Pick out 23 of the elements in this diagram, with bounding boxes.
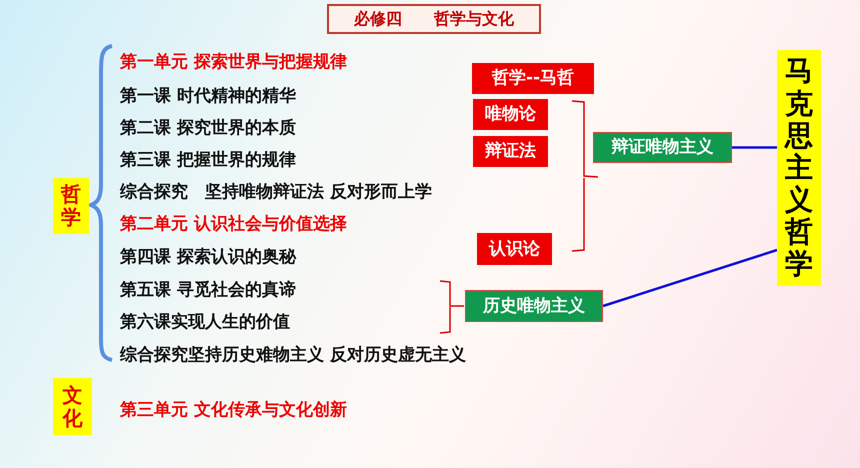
unit-heading: 第一单元 探索世界与把握规律 bbox=[120, 51, 347, 74]
lesson-text: 综合探究坚持历史难物主义 反对历史虚无主义 bbox=[120, 344, 466, 367]
lesson-text: 综合探究 坚持唯物辩证法 反对形而上学 bbox=[120, 181, 432, 204]
lesson-text: 第二课 探究世界的本质 bbox=[120, 117, 296, 140]
title-box: 必修四 哲学与文化 bbox=[327, 4, 541, 34]
lesson-text: 第一课 时代精神的精华 bbox=[120, 85, 296, 108]
connector-line bbox=[732, 146, 777, 149]
tag-box: 辩证法 bbox=[473, 136, 548, 167]
lesson-text: 第四课 探索认识的奥秘 bbox=[120, 246, 296, 269]
lesson-text: 第六课实现人生的价值 bbox=[120, 311, 290, 334]
concept-box: 历史唯物主义 bbox=[465, 290, 603, 322]
subject-box: 文化 bbox=[53, 378, 92, 435]
tag-box: 唯物论 bbox=[473, 99, 548, 130]
tag-box: 认识论 bbox=[477, 233, 552, 265]
title-column-box: 马克思主义哲学 bbox=[777, 50, 821, 286]
subject-box: 哲学 bbox=[53, 178, 89, 234]
tag-box: 哲学--马哲 bbox=[472, 63, 594, 94]
lesson-text: 第五课 寻觅社会的真谛 bbox=[120, 279, 296, 302]
unit-heading: 第二单元 认识社会与价值选择 bbox=[120, 213, 347, 236]
unit-heading: 第三单元 文化传承与文化创新 bbox=[120, 399, 347, 422]
lesson-text: 第三课 把握世界的规律 bbox=[120, 149, 296, 172]
concept-box: 辩证唯物主义 bbox=[593, 132, 732, 163]
connector-line bbox=[602, 248, 778, 308]
